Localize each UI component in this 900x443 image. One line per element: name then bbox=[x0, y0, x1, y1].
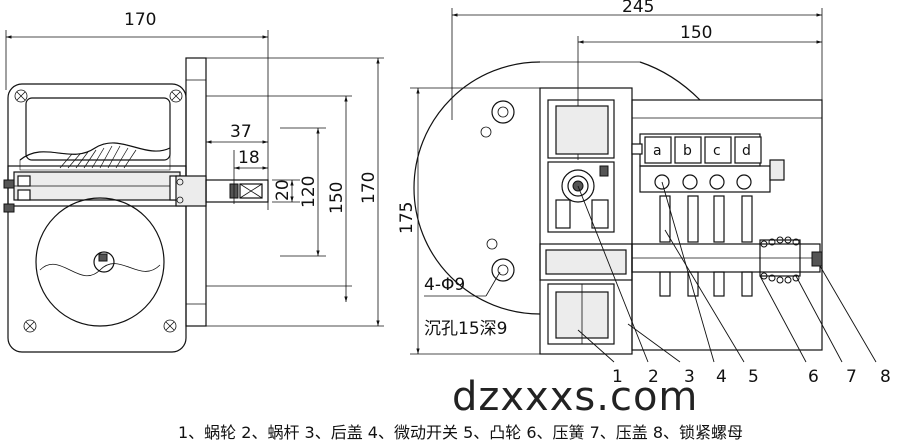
dim-label-175: 175 bbox=[397, 202, 417, 234]
right-view: 245 150 175 bbox=[397, 0, 891, 387]
cams bbox=[659, 195, 753, 297]
part-number-7: 7 bbox=[846, 367, 857, 387]
switch-label-b: b bbox=[683, 143, 692, 159]
dim-label-170-right: 170 bbox=[359, 172, 379, 204]
switch-label-d: d bbox=[742, 143, 751, 159]
holes-annotation: 4-Φ9 沉孔15深9 bbox=[424, 271, 507, 339]
dim-170-top: 170 bbox=[5, 10, 269, 90]
switch-label-c: c bbox=[713, 143, 721, 159]
part-number-6: 6 bbox=[808, 367, 819, 387]
switch-c bbox=[704, 136, 732, 164]
dim-shaft: 37 18 bbox=[206, 60, 269, 210]
left-view: 170 bbox=[3, 10, 384, 353]
part-number-5: 5 bbox=[748, 367, 759, 387]
parts-legend: 1、蜗轮 2、蜗杆 3、后盖 4、微动开关 5、凸轮 6、压簧 7、压盖 8、锁… bbox=[178, 423, 743, 442]
housing-outline bbox=[7, 83, 187, 353]
dim-label-120: 120 bbox=[299, 176, 319, 208]
part-number-3: 3 bbox=[684, 367, 695, 387]
part-number-8: 8 bbox=[880, 367, 891, 387]
cutaway-section bbox=[19, 142, 171, 171]
leader-lines bbox=[577, 181, 877, 363]
holes-label: 4-Φ9 bbox=[424, 275, 465, 295]
dim-top-right: 245 150 bbox=[451, 0, 823, 160]
switch-label-a: a bbox=[653, 143, 662, 159]
dim-label-18: 18 bbox=[238, 148, 260, 168]
part-numbers: 1 2 3 4 5 6 7 8 bbox=[612, 367, 891, 387]
worm-shaft-band bbox=[3, 165, 187, 213]
switch-a bbox=[644, 136, 672, 164]
part-number-2: 2 bbox=[648, 367, 659, 387]
round-flange bbox=[413, 61, 701, 315]
counterbore-label: 沉孔15深9 bbox=[424, 319, 507, 339]
main-body bbox=[539, 87, 823, 355]
worm-wheel bbox=[35, 197, 165, 327]
switch-d bbox=[734, 136, 762, 164]
output-shaft bbox=[205, 179, 269, 203]
dim-label-245: 245 bbox=[622, 0, 654, 17]
dim-label-150-top: 150 bbox=[680, 23, 712, 43]
dim-label-170-top: 170 bbox=[124, 10, 156, 30]
part-number-4: 4 bbox=[716, 367, 727, 387]
part-number-1: 1 bbox=[612, 367, 623, 387]
dim-vertical: 20 120 150 170 bbox=[206, 57, 384, 327]
switch-b bbox=[674, 136, 702, 164]
dim-label-150: 150 bbox=[327, 182, 347, 214]
cam-shaft bbox=[631, 236, 823, 284]
watermark: dzxxxs.com bbox=[452, 374, 698, 420]
micro-switches: a b c d bbox=[631, 133, 785, 193]
dim-label-20: 20 bbox=[273, 179, 293, 201]
dim-label-37: 37 bbox=[230, 122, 252, 142]
